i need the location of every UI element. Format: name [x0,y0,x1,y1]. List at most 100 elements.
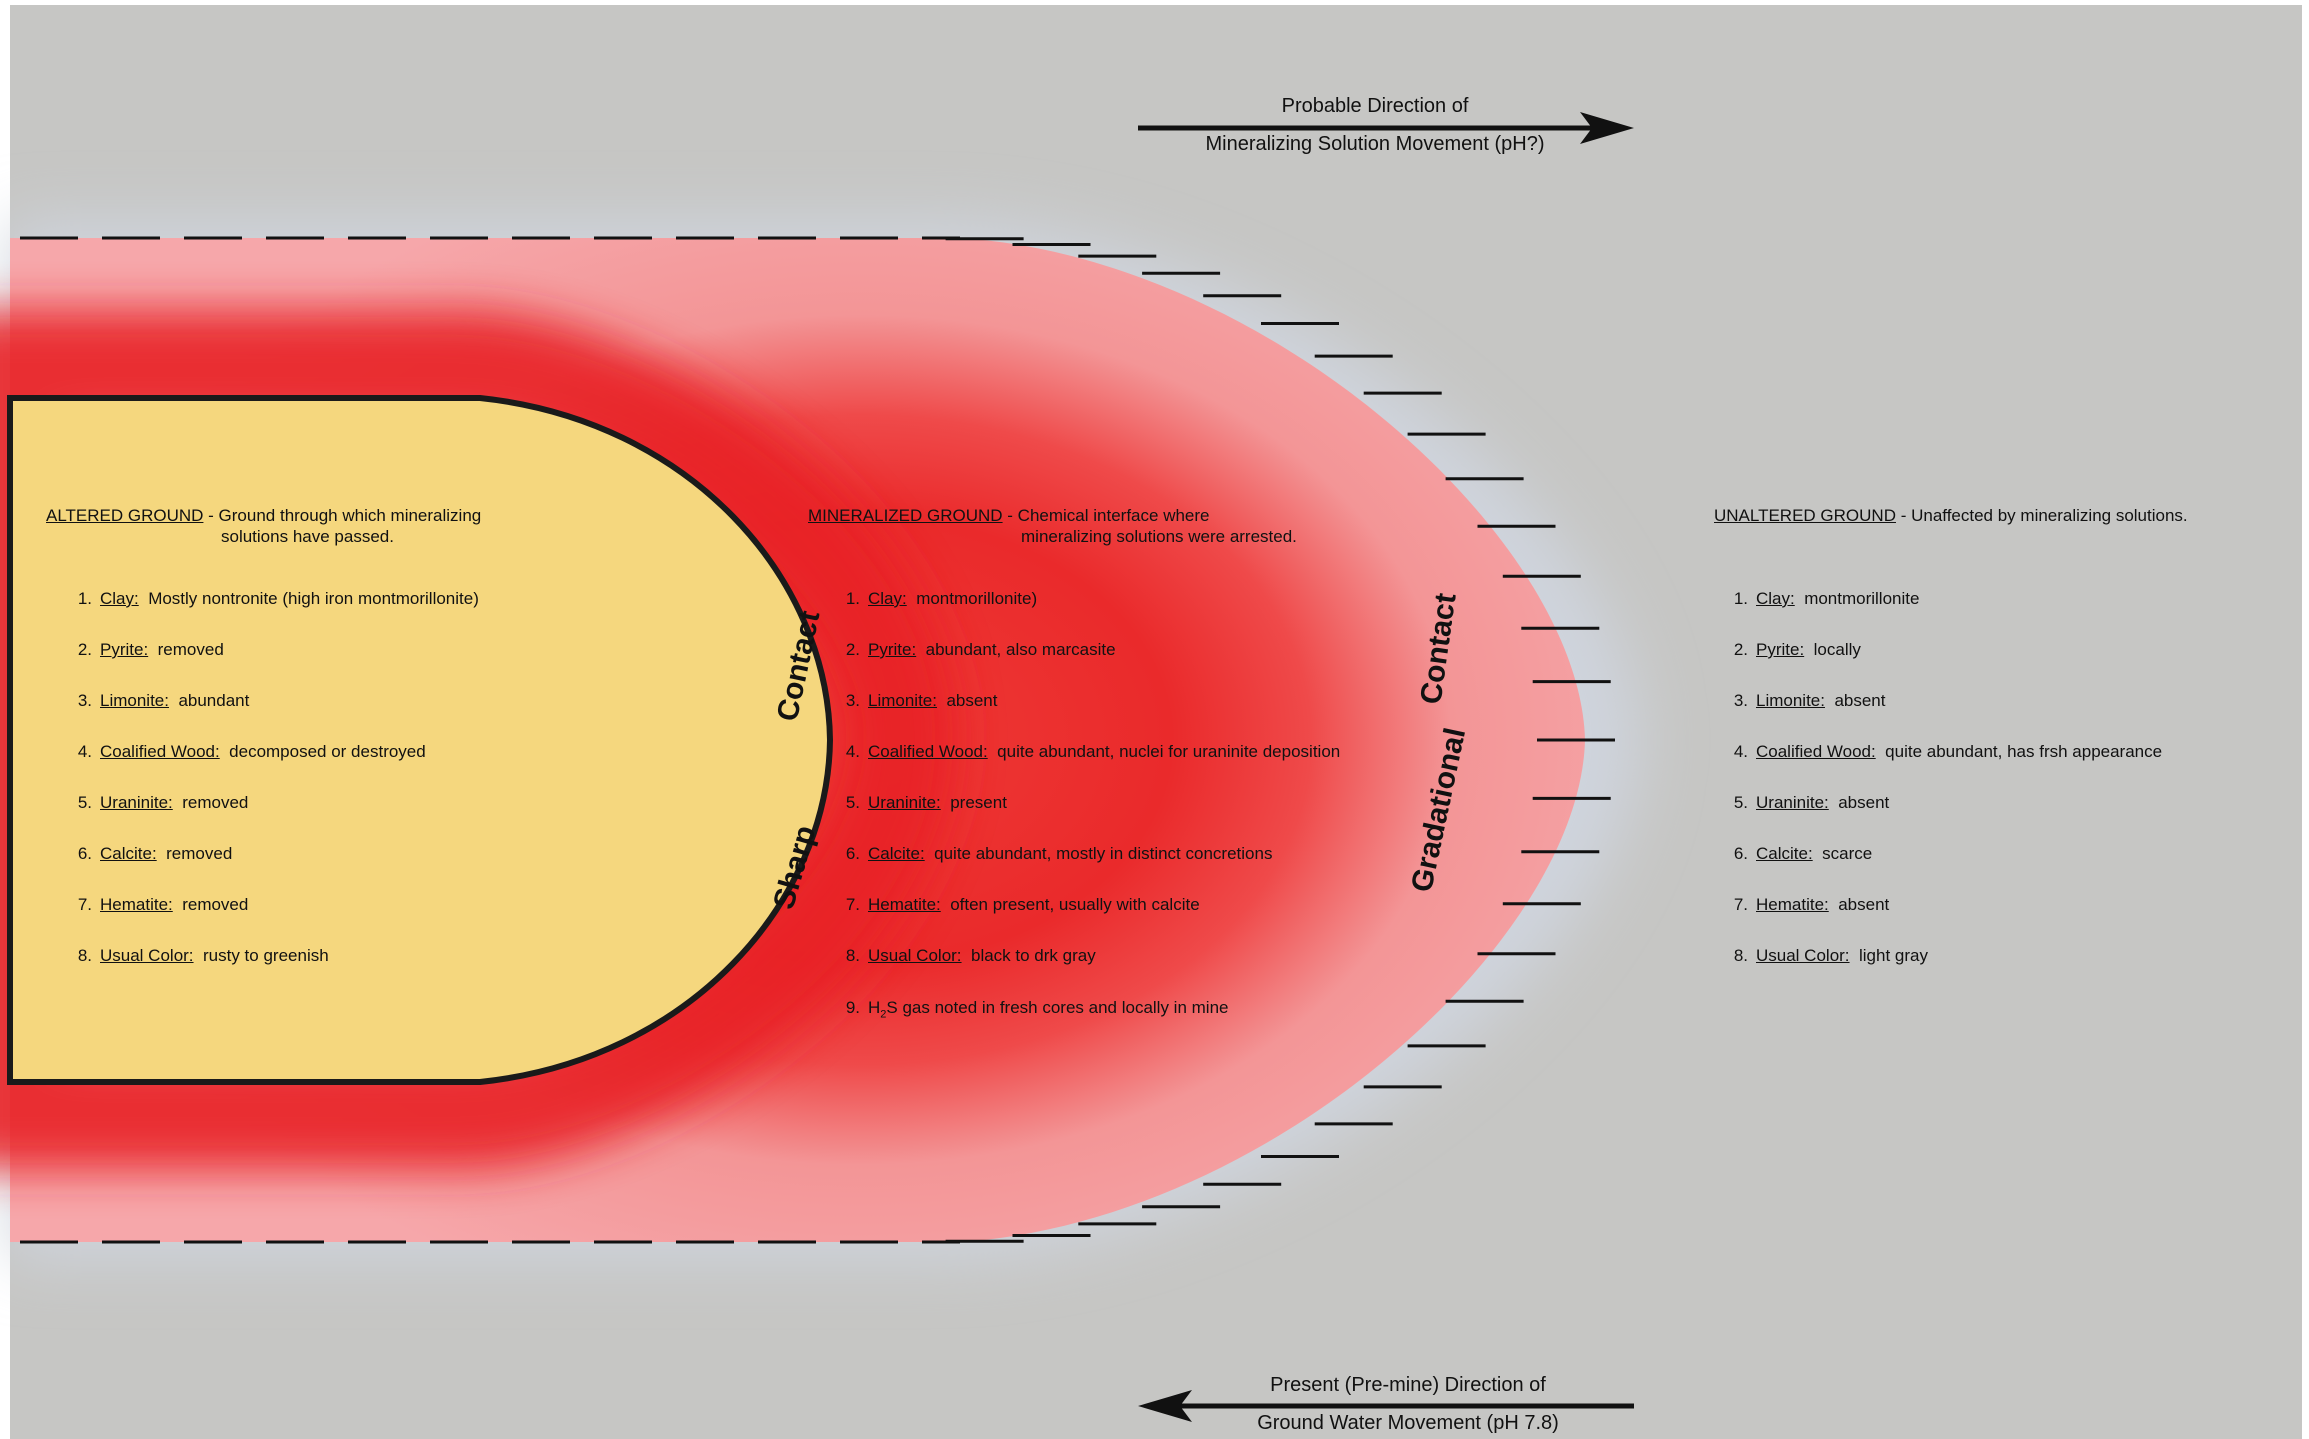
item-value: quite abundant, nuclei for uraninite dep… [997,742,1341,761]
unaltered-item: 5.Uraninite: absent [1724,792,1889,813]
item-number: 1. [1733,589,1748,608]
bottom-arrow-line1: Present (Pre-mine) Direction of [1270,1374,1546,1396]
item-number: 7. [845,895,860,914]
item-term: Uraninite: [1756,793,1829,812]
item-number: 8. [845,946,860,965]
mineralized-item: 2. Pyrite: abundant, also marcasite [836,639,1116,660]
altered-desc2: solutions have passed. [221,527,394,546]
unaltered-title: UNALTERED GROUND [1714,506,1896,525]
item-number: 2. [77,640,92,659]
item-term: Usual Color: [100,946,194,965]
item-term: Calcite: [868,844,925,863]
item-number: 3. [1733,691,1748,710]
item-term: Calcite: [1756,844,1813,863]
item-term: Coalified Wood: [1756,742,1876,761]
item-term: Hematite: [1756,895,1829,914]
item-term: Pyrite: [100,640,149,659]
item-value: rusty to greenish [203,946,329,965]
bottom-arrow-label: Present (Pre-mine) Direction of Ground W… [1208,1373,1608,1435]
item-value: removed [182,895,249,914]
unaltered-desc1: - Unaffected by mineralizing solutions. [1895,506,2188,525]
item-number: 4. [77,742,92,761]
item-term: Hematite: [868,895,941,914]
item-term: Limonite: [868,691,937,710]
unaltered-item: 3. Limonite: absent [1724,690,1886,711]
item-number: 1. [845,589,860,608]
altered-item: 7. Hematite: removed [68,894,249,915]
item-value: light gray [1859,946,1928,965]
mineralized-item: 5.Uraninite: present [836,792,1007,813]
item-term: Limonite: [100,691,169,710]
mineralized-heading: MINERALIZED GROUND - Chemical interface … [808,505,1210,526]
altered-heading: ALTERED GROUND - Ground through which mi… [46,505,481,526]
item-term: Clay: [1756,589,1795,608]
item-value: montmorillonite) [916,589,1038,608]
item-value: abundant [178,691,250,710]
item-value: montmorillonite [1804,589,1920,608]
altered-item: 4.Coalified Wood: decomposed or destroye… [68,741,426,762]
item-value: absent [946,691,998,710]
altered-item: 8. Usual Color: rusty to greenish [68,945,329,966]
item-term: Limonite: [1756,691,1825,710]
mineralized-item: 1. Clay: montmorillonite) [836,588,1037,609]
item-term: Clay: [100,589,139,608]
item-number: 8. [1733,946,1748,965]
item-number: 4. [845,742,860,761]
altered-desc1: - Ground through which mineralizing [203,506,482,525]
gradational-boundary-marks [945,237,1615,1243]
item-term: Clay: [868,589,907,608]
item-value: scarce [1822,844,1873,863]
item-number: 5. [1733,793,1748,812]
top-arrow-label: Probable Direction of Mineralizing Solut… [1175,94,1575,156]
item-value: quite abundant, has frsh appearance [1885,742,2163,761]
item-number: 6. [77,844,92,863]
item-value: abundant, also marcasite [925,640,1116,659]
item-value: often present, usually with calcite [950,895,1200,914]
item-number: 8. [77,946,92,965]
item-term: Usual Color: [868,946,962,965]
item-number: 5. [77,793,92,812]
top-arrow-line2: Mineralizing Solution Movement (pH?) [1205,133,1545,155]
item-number: 5. [845,793,860,812]
unaltered-item: 4. Coalified Wood: quite abundant, has fr… [1724,741,2162,762]
item-number: 2. [845,640,860,659]
item-value: absent [1834,691,1886,710]
item-value: removed [166,844,233,863]
unaltered-item: 2.Pyrite: locally [1724,639,1861,660]
item-number: 7. [77,895,92,914]
mineralized-title: MINERALIZED GROUND [808,506,1003,525]
mineralized-item: 8. Usual Color: black to drk gray [836,945,1096,966]
item-number: 4. [1733,742,1748,761]
altered-item: 6. Calcite: removed [68,843,232,864]
item-value: removed [182,793,249,812]
altered-zone [7,395,834,1085]
item-value: locally [1813,640,1861,659]
item-term: Hematite: [100,895,173,914]
bottom-arrow-line2: Ground Water Movement (pH 7.8) [1257,1412,1559,1434]
item-number: 1. [77,589,92,608]
bottom-arrow [1138,1390,1634,1422]
item-number: 7. [1733,895,1748,914]
item-term: Coalified Wood: [100,742,220,761]
item-term: Pyrite: [868,640,917,659]
item-value: Mostly nontronite (high iron montmorillo… [148,589,479,608]
altered-item: 5. Uraninite: removed [68,792,249,813]
item-number: 6. [845,844,860,863]
mineralized-item: 6.Calcite: quite abundant, mostly in dis… [836,843,1273,864]
item-term: Uraninite: [100,793,173,812]
item-value: black to drk gray [971,946,1096,965]
unaltered-heading: UNALTERED GROUND - Unaffected by mineral… [1714,505,2188,526]
altered-item: 3.Limonite: abundant [68,690,250,711]
top-arrow [1138,112,1634,144]
mineralized-item: 3.Limonite: absent [836,690,998,711]
top-arrow-line1: Probable Direction of [1281,95,1469,117]
unaltered-item: 7.Hematite: absent [1724,894,1889,915]
unaltered-item: 6.Calcite: scarce [1724,843,1872,864]
item-term: Calcite: [100,844,157,863]
mineralized-item-9: 9.H2S gas noted in fresh cores and local… [845,998,1229,1021]
item-term: Uraninite: [868,793,941,812]
item-term: Pyrite: [1756,640,1805,659]
item-term: Usual Color: [1756,946,1850,965]
item-term: Coalified Wood: [868,742,988,761]
